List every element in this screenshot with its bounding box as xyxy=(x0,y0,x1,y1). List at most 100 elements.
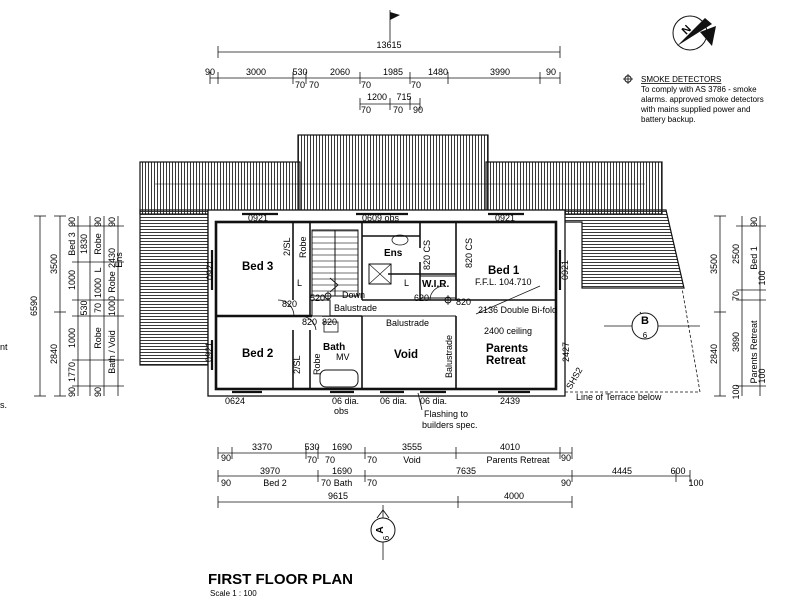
smoke-detector-note: SMOKE DETECTORS To comply with AS 3786 -… xyxy=(623,74,764,124)
dim-text: 3890 xyxy=(731,332,741,352)
sliding-door-label: 2/SL xyxy=(282,237,292,256)
dim-text: 70 xyxy=(309,80,319,90)
dim-text: 3500 xyxy=(49,254,59,274)
door-820: 820 xyxy=(322,317,337,327)
dim-text: 90 xyxy=(561,453,571,463)
room-bed-2: Bed 2 xyxy=(242,348,273,360)
dim-text: 1690 xyxy=(332,466,352,476)
dim-text: 2430 xyxy=(107,248,117,268)
window-label: obs xyxy=(334,406,349,416)
section-marker-b: B 6 xyxy=(604,311,700,340)
dim-text: 90 xyxy=(93,217,103,227)
dim-text: 4010 xyxy=(500,442,520,452)
dim-text: Ens xyxy=(114,252,124,268)
dim-text: 530 xyxy=(79,300,89,315)
scale-label: Scale 1 : 100 xyxy=(210,589,257,598)
dim-label: Parents Retreat xyxy=(486,455,550,465)
room-labels: Bed 3 Bed 2 Bed 1 Bath Ens W.I.R. Void P… xyxy=(242,248,528,367)
dim-text: 2500 xyxy=(731,244,741,264)
window-label: 06 dia. xyxy=(332,396,359,406)
note-line: with mains supplied power and xyxy=(640,105,750,114)
flashing-label: builders spec. xyxy=(422,420,478,430)
window-label: 0921 xyxy=(495,213,515,223)
window-label: 0624 xyxy=(225,396,245,406)
ffl-label: F.F.L. 104.710 xyxy=(475,277,532,287)
note-line: battery backup. xyxy=(641,115,696,124)
dim-text: Bath / Void xyxy=(107,330,117,374)
page-title: FIRST FLOOR PLAN xyxy=(208,571,353,588)
dim-text: Bed 1 xyxy=(749,246,759,270)
dim-text: 1985 xyxy=(383,67,403,77)
dim-text: 3500 xyxy=(709,254,719,274)
dim-text: 2840 xyxy=(709,344,719,364)
room-void: Void xyxy=(394,349,418,361)
mv-label: MV xyxy=(336,352,350,362)
window-label: 0921 xyxy=(205,260,215,280)
dim-text: 70 xyxy=(367,478,377,488)
dim-text: 530 xyxy=(304,442,319,452)
right-dimension-lines xyxy=(714,215,766,397)
dim-row-top-1: 90 3000 530 2060 1985 1480 3990 90 70 70… xyxy=(205,67,556,90)
dim-text: 1200 xyxy=(367,92,387,102)
dim-text: Robe xyxy=(93,327,103,349)
dim-text: 3970 xyxy=(260,466,280,476)
note-line: To comply with AS 3786 - smoke xyxy=(641,85,757,94)
dim-text: 100 xyxy=(757,270,767,285)
plan-annotations: F.F.L. 104.710 Down Balustrade Balustrad… xyxy=(0,213,662,430)
bottom-dimension-lines xyxy=(217,447,691,508)
dim-text: 70 xyxy=(307,455,317,465)
dim-text: 9615 xyxy=(328,491,348,501)
dim-text: 530 xyxy=(292,67,307,77)
dim-text: 100 xyxy=(731,384,741,399)
door-820: 820 xyxy=(302,317,317,327)
balustrade-label: Balustrade xyxy=(334,303,377,313)
smoke-detector-icon xyxy=(443,295,453,305)
dim-text: 70 xyxy=(731,291,741,301)
section-sheet: 6 xyxy=(382,535,391,540)
sliding-door-label: 2/SL xyxy=(292,355,302,374)
section-letter: B xyxy=(641,315,649,327)
window-label: 0921 xyxy=(560,260,570,280)
window-label: 2439 xyxy=(500,396,520,406)
bottom-dimensions-row-1: 90 3370 530 1690 3555 4010 90 70 70 70 V… xyxy=(221,442,571,465)
bottom-dimensions-row-3: 9615 4000 xyxy=(328,491,524,501)
bottom-dimensions-row-2: 90 3970 1690 7635 4445 600 Bed 2 Bath 70… xyxy=(221,466,704,488)
dim-text: 70 xyxy=(321,478,331,488)
dim-text: 1000 xyxy=(67,270,77,290)
roof-hatching xyxy=(139,134,685,366)
dim-text: 715 xyxy=(396,92,411,102)
dim-text: 90 xyxy=(561,478,571,488)
dim-text: 70 xyxy=(393,105,403,115)
dim-text: 600 xyxy=(670,466,685,476)
room-parents-retreat: Parents xyxy=(486,343,528,355)
building-walls xyxy=(207,209,701,411)
dim-text: 90 xyxy=(221,453,231,463)
left-dimension-lines xyxy=(34,215,124,397)
dim-text: 1830 xyxy=(79,234,89,254)
dim-text: 90 xyxy=(205,67,215,77)
dim-text: Bed 3 xyxy=(67,232,77,256)
dim-text: 1770 xyxy=(67,362,77,382)
dim-text: 1000 xyxy=(67,328,77,348)
section-marker-a: A 6 xyxy=(370,505,396,560)
dim-text: 70 xyxy=(367,455,377,465)
dim-text: 70 xyxy=(361,105,371,115)
flag-marker-icon xyxy=(390,12,400,20)
dim-text: 2060 xyxy=(330,67,350,77)
linen-label: L xyxy=(404,278,409,288)
ceiling-label: 2400 ceiling xyxy=(484,326,532,336)
dim-text: 3000 xyxy=(246,67,266,77)
dim-text: 2840 xyxy=(49,344,59,364)
balustrade-label: Balustrade xyxy=(444,335,454,378)
dim-text: 6590 xyxy=(29,296,39,316)
room-wir: W.I.R. xyxy=(422,279,449,290)
top-dimensions xyxy=(209,10,561,110)
robe-label: Robe xyxy=(298,236,308,258)
dim-text: Parents Retreat xyxy=(749,320,759,384)
dim-text: 90 xyxy=(546,67,556,77)
window-label: 06 dia. xyxy=(420,396,447,406)
right-dimensions: 3500 2840 2500 70 3890 100 90 Bed 1 100 … xyxy=(709,217,767,400)
window-label: 0921 xyxy=(248,213,268,223)
room-bed-3: Bed 3 xyxy=(242,261,273,273)
